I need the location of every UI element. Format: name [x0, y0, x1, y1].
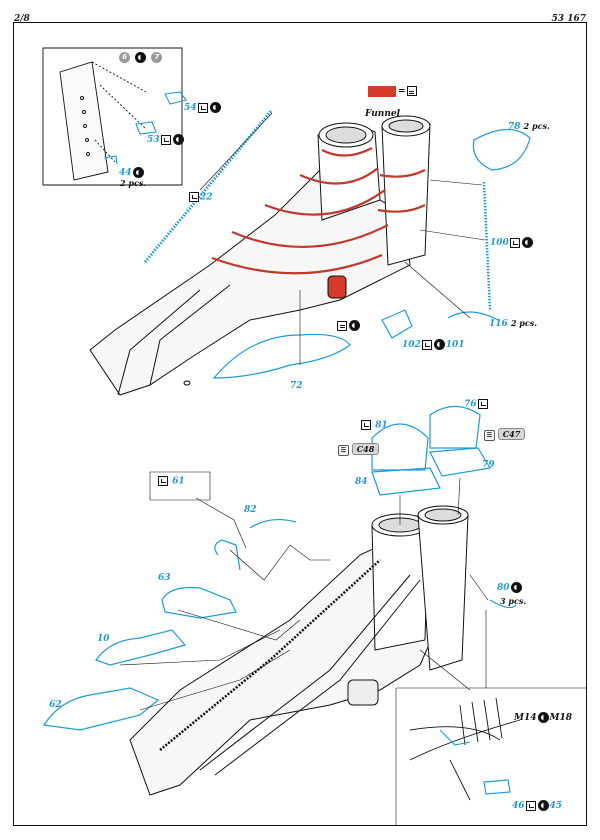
label-part-54: 54 — [184, 102, 222, 113]
funnel-stack-rear — [381, 119, 431, 266]
part-63-shape — [161, 586, 237, 619]
inset-markers: 6 7 — [118, 52, 163, 63]
label-part-81: 81 — [360, 420, 388, 431]
part-46-shape — [483, 779, 511, 795]
part-82-shape — [249, 518, 297, 529]
label-part-84: 84 — [355, 477, 368, 487]
part-100-shape — [482, 181, 492, 311]
hatch-icons — [336, 320, 361, 331]
half-tone-icon — [510, 582, 522, 593]
bend-icon — [361, 420, 371, 430]
part-61-shape — [214, 539, 241, 571]
part-116-shape — [447, 311, 499, 321]
label-part-63: 63 — [158, 573, 171, 583]
part-76-shape — [429, 405, 481, 449]
label-part-79: 79 — [482, 460, 495, 470]
half-tone-icon — [132, 167, 144, 178]
page-number: 2/8 — [14, 14, 30, 24]
label-part-62: 62 — [49, 700, 62, 710]
flat-icon — [337, 320, 347, 331]
part-54-shape — [164, 91, 187, 105]
marker-7: 7 — [151, 52, 163, 63]
funnel-title: Funnel — [365, 109, 401, 119]
half-tone-icon — [209, 102, 221, 113]
label-part-61: 61 — [157, 476, 185, 487]
bend-icon — [509, 237, 520, 248]
half-tone-icon — [537, 712, 549, 723]
marker-6: 6 — [119, 52, 130, 63]
red-hatch — [327, 275, 347, 299]
label-part-82: 82 — [244, 505, 257, 515]
bend-icon — [158, 476, 168, 486]
label-part-80: 80 — [497, 582, 523, 593]
inset-panel-outline — [42, 47, 183, 186]
part-10-shape — [95, 629, 187, 666]
label-part-76: 76 — [464, 399, 489, 410]
label-part-10: 10 — [97, 634, 110, 644]
reference-icon: ☰ — [338, 444, 349, 456]
part-72-shape — [212, 333, 351, 379]
callout-c47: ☰ C47 — [484, 428, 526, 441]
legend-equals: = — [398, 86, 418, 97]
bend-icon — [197, 102, 208, 113]
red-legend-swatch — [368, 86, 396, 97]
part-84-shape — [371, 467, 441, 496]
funnel-body-top — [89, 159, 411, 396]
label-part-78: 78 2 pcs. — [508, 121, 550, 132]
product-code: 53 167 — [551, 14, 586, 24]
part-80-shape — [489, 599, 517, 609]
paint-icon — [406, 86, 417, 96]
label-part-22: 22 — [188, 192, 213, 203]
label-part-80-qty: 3 pcs. — [500, 596, 527, 606]
bulkhead-plate — [59, 61, 109, 181]
bend-icon — [189, 192, 199, 202]
bend-icon — [160, 134, 171, 145]
part-81-shape — [371, 423, 429, 471]
part-79-shape — [429, 447, 491, 477]
bend-icon — [525, 800, 536, 811]
reference-icon: ☰ — [484, 429, 495, 441]
part-101-shape — [381, 309, 413, 339]
bend-icon — [477, 399, 488, 409]
label-part-100: 100 — [490, 237, 534, 248]
bend-icon — [421, 339, 432, 350]
label-part-116: 116 2 pcs. — [489, 318, 538, 329]
half-tone-icon — [537, 800, 549, 811]
half-tone-icon — [172, 134, 184, 145]
label-part-72: 72 — [290, 381, 303, 391]
label-part-53: 53 — [147, 134, 185, 145]
half-tone-icon — [521, 237, 533, 248]
callout-c48: ☰ C48 — [338, 443, 380, 456]
label-part-44-qty: 2 pcs. — [120, 178, 147, 188]
half-tone-icon — [135, 52, 147, 63]
page-frame — [13, 22, 587, 826]
part-78-shape — [472, 128, 531, 171]
half-tone-icon — [433, 339, 445, 350]
part-53-shape — [135, 121, 157, 135]
label-part-44: 44 — [119, 167, 145, 178]
part-44-shape — [103, 155, 118, 165]
half-tone-icon — [349, 320, 360, 331]
